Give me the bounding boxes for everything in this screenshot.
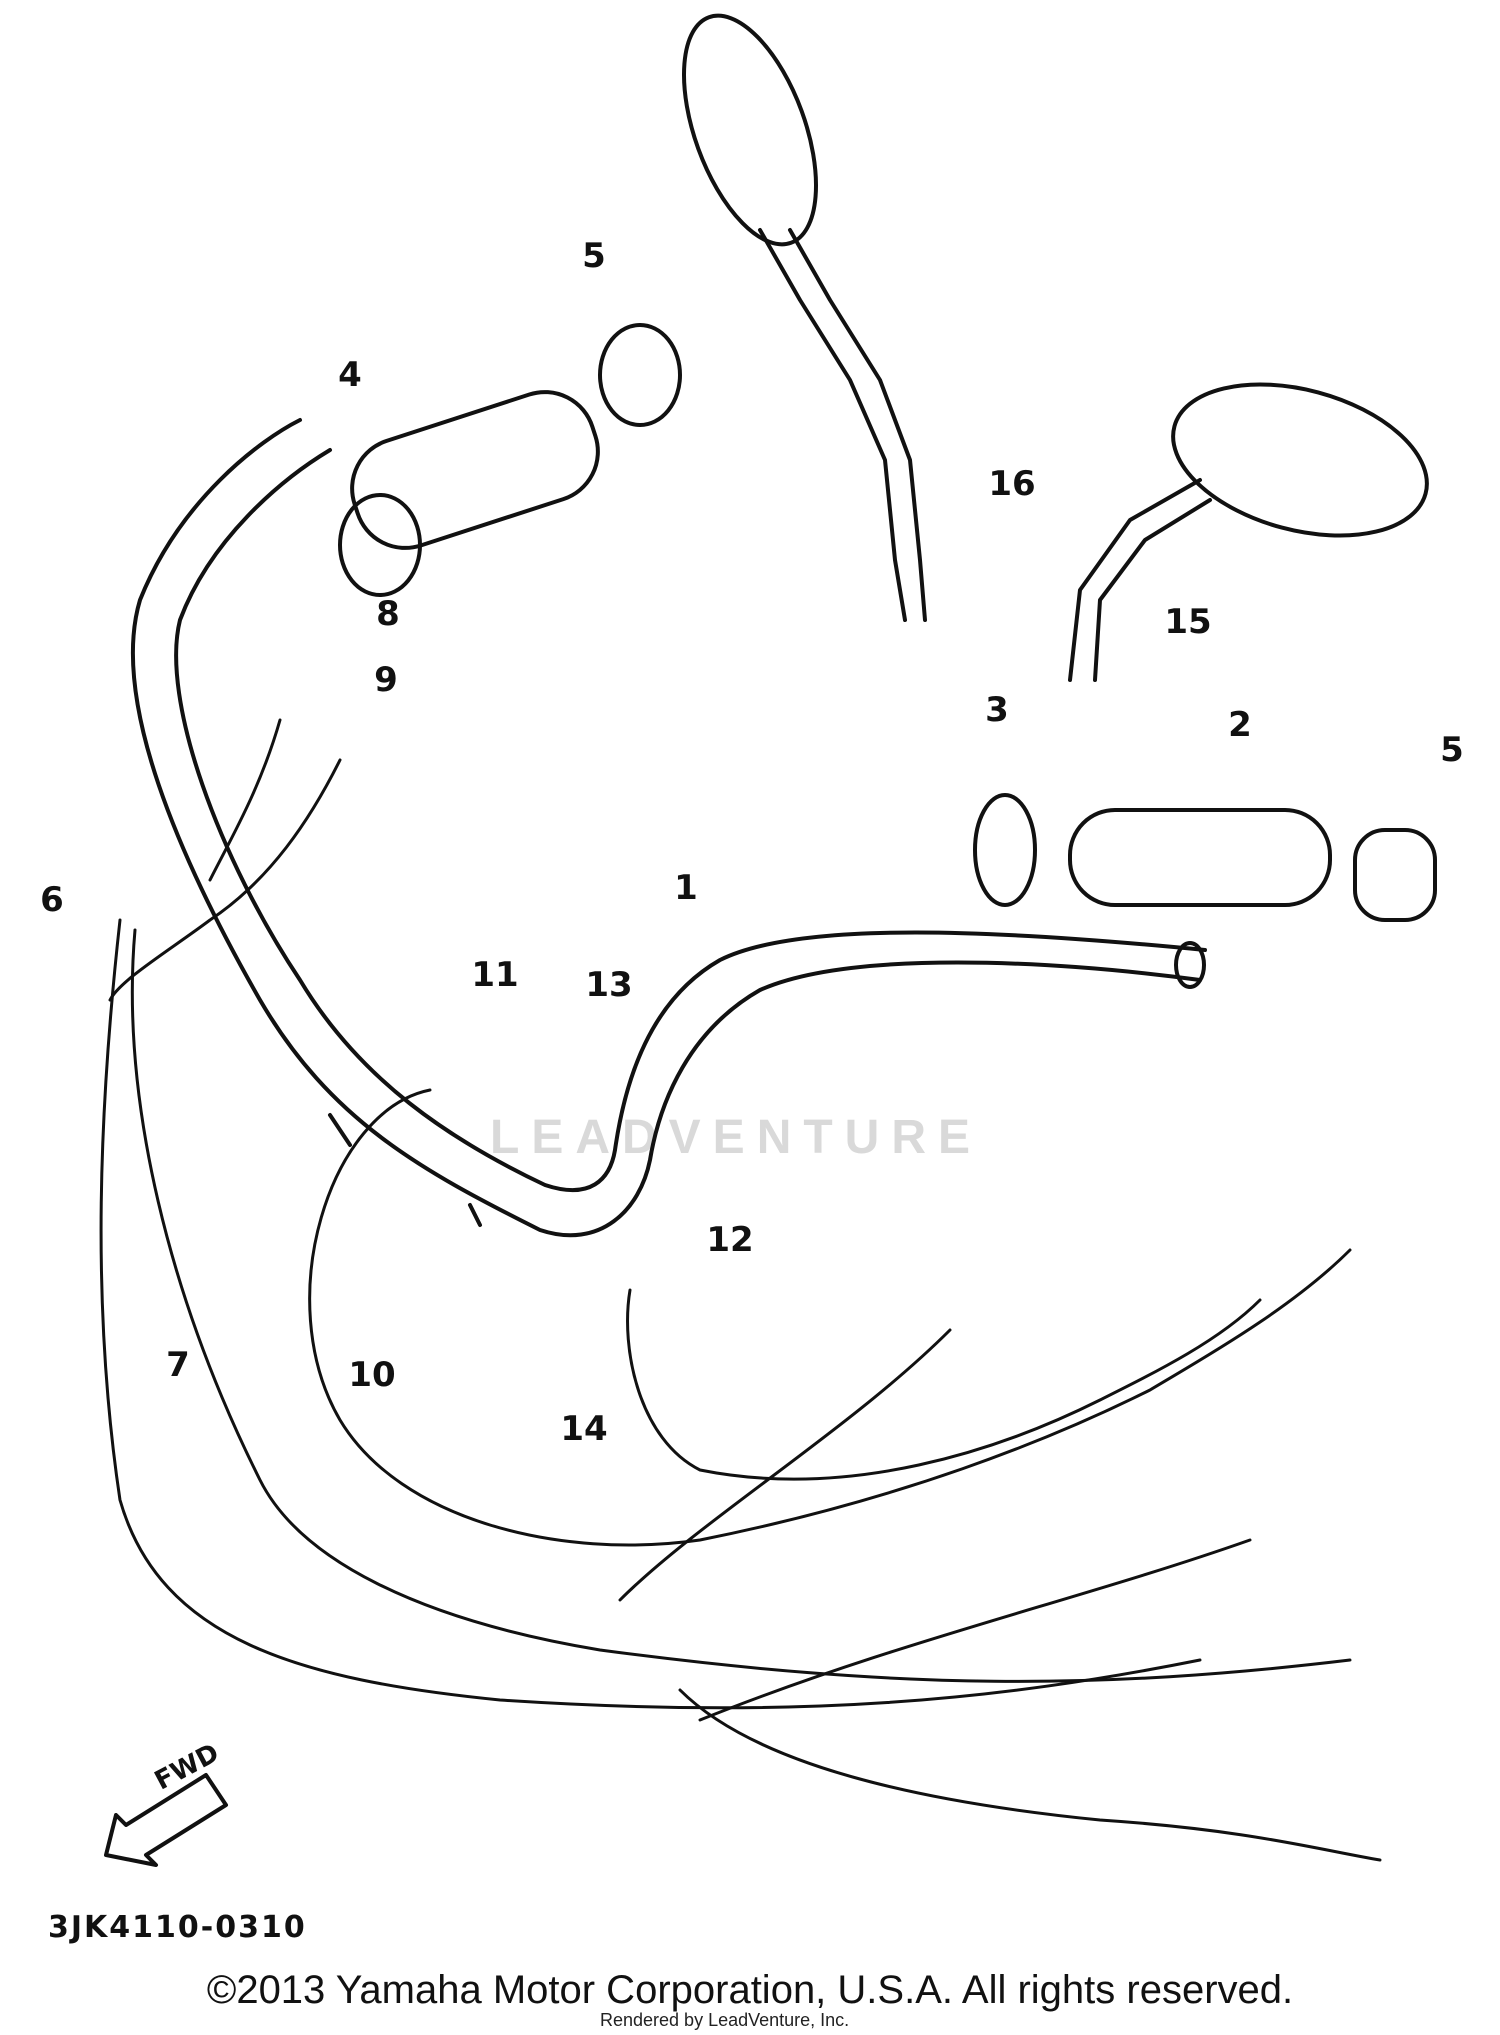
callout-10: 10: [348, 1355, 396, 1395]
callout-7: 7: [166, 1345, 190, 1385]
diagram-code: 3JK4110-0310: [48, 1910, 307, 1945]
callout-9: 9: [374, 660, 398, 700]
mirror-left: [682, 13, 927, 622]
callout-13: 13: [585, 965, 633, 1005]
callout-16: 16: [988, 464, 1036, 504]
watermark: LEADVENTURE: [490, 1111, 983, 1164]
callout-11: 11: [471, 955, 519, 995]
callout-1: 1: [674, 868, 698, 908]
callout-4: 4: [338, 355, 362, 395]
mirror-right: [1068, 382, 1429, 682]
copyright-notice: ©2013 Yamaha Motor Corporation, U.S.A. A…: [206, 1968, 1294, 2012]
handlebar: [131, 418, 1207, 1238]
callout-5-left: 5: [582, 236, 606, 276]
callout-5-right: 5: [1440, 730, 1464, 770]
callout-15: 15: [1164, 602, 1212, 642]
callout-12: 12: [706, 1220, 754, 1260]
cables: [99, 718, 1382, 1862]
rendered-by-credit: Rendered by LeadVenture, Inc.: [600, 2010, 850, 2030]
callout-8: 8: [376, 594, 400, 634]
fwd-arrow-icon: [104, 1773, 228, 1867]
callout-3: 3: [985, 690, 1009, 730]
right-grip: [973, 793, 1437, 922]
callout-2: 2: [1228, 705, 1252, 745]
left-grip: [338, 323, 682, 597]
callout-6: 6: [40, 880, 64, 920]
callout-14: 14: [560, 1409, 608, 1449]
